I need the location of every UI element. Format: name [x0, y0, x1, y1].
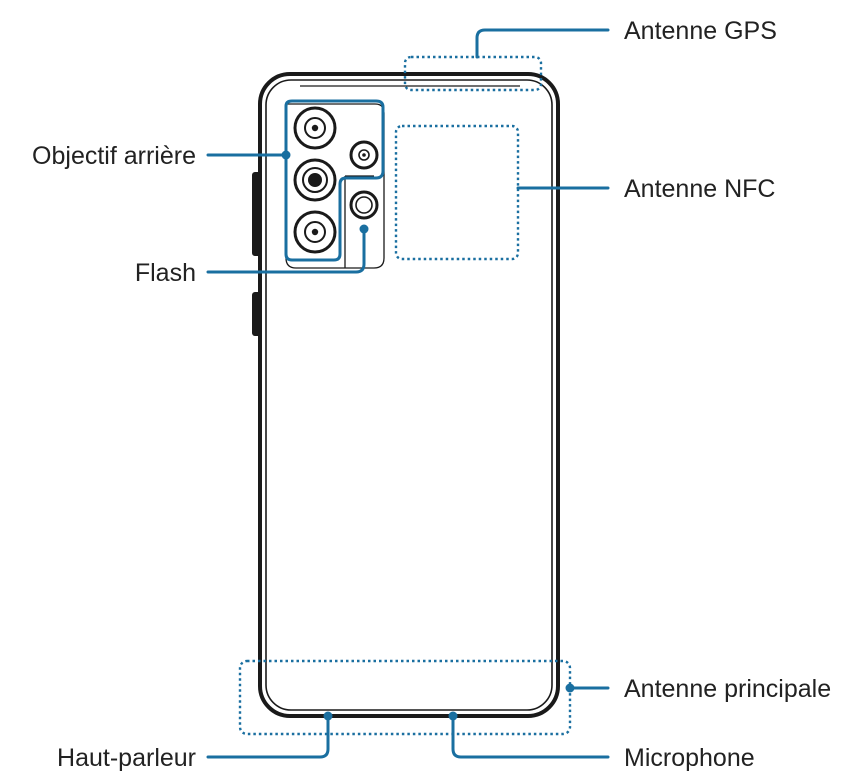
lens-bottom [293, 210, 337, 254]
phone-body [258, 72, 560, 718]
speaker-label: Haut-parleur [57, 744, 196, 772]
speaker-callout-dot [323, 711, 333, 721]
camera-bracket [284, 99, 385, 262]
nfc-antenna-zone [394, 124, 520, 261]
camera-callout-dot [281, 150, 291, 160]
flash-light [349, 190, 379, 220]
flash-callout-dot [359, 224, 369, 234]
volume-button [252, 172, 261, 256]
flash-callout-line [206, 227, 366, 274]
lens-middle [293, 158, 337, 202]
nfc-antenna-label: Antenne NFC [624, 175, 775, 203]
rear-camera-label: Objectif arrière [32, 142, 196, 170]
main-antenna-zone [238, 659, 572, 736]
speaker-callout-line [206, 716, 330, 759]
main-antenna-label: Antenne principale [624, 675, 831, 703]
microphone-callout-line [451, 714, 610, 759]
main-antenna-callout-dot [565, 683, 575, 693]
microphone-label: Microphone [624, 744, 755, 772]
side-key [252, 292, 261, 336]
lens-top [293, 106, 337, 150]
gps-antenna-zone [403, 55, 543, 92]
flash-label: Flash [135, 259, 196, 287]
lens-small [349, 140, 379, 170]
microphone-callout-dot [448, 711, 458, 721]
gps-antenna-label: Antenne GPS [624, 17, 777, 45]
camera-module [285, 103, 385, 269]
gps-callout-line [475, 28, 610, 59]
